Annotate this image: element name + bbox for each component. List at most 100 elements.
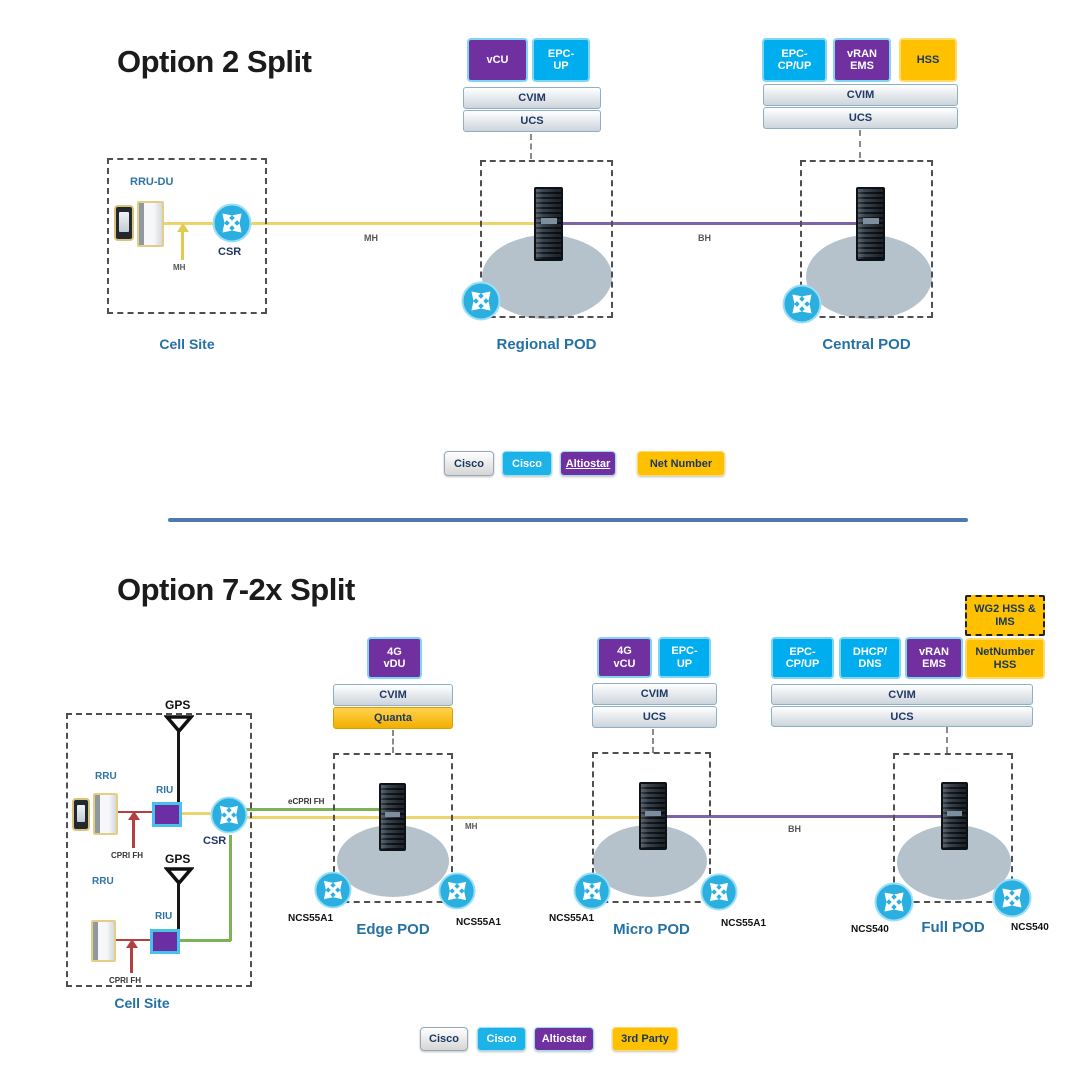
phone-icon: [72, 798, 90, 831]
stack-connector: [392, 730, 394, 753]
phone-icon: [114, 205, 134, 241]
backhaul-label: BH: [788, 824, 801, 834]
full-pod-label: Full POD: [921, 919, 985, 936]
rru-label: RRU: [95, 771, 117, 782]
midhaul-arrow-label: MH: [173, 263, 186, 272]
csr-label: CSR: [203, 835, 227, 847]
router-icon: [461, 281, 501, 321]
full-pod-box: [893, 753, 1013, 903]
router-model-label: NCS55A1: [549, 913, 595, 924]
backhaul-label: BH: [698, 233, 711, 243]
micro-pod-box: [592, 752, 711, 903]
router-icon: [573, 872, 611, 910]
cell-site-label: Cell Site: [114, 995, 170, 1011]
section2-title: Option 7-2x Split: [117, 572, 355, 607]
layer-ucs: UCS: [763, 107, 958, 129]
csr-label: CSR: [218, 246, 242, 258]
legend-altiostar: Altiostar: [560, 451, 616, 476]
legend-altiostar: Altiostar: [534, 1027, 594, 1051]
rru-unit-icon: [91, 920, 116, 962]
ecpri-link-line: [180, 939, 231, 942]
midhaul-arrow-icon: [176, 223, 189, 260]
regional-pod-label: Regional POD: [496, 336, 597, 353]
app-dhcp-dns: DHCP/ DNS: [839, 637, 901, 679]
app-epc-up: EPC- UP: [658, 637, 711, 678]
layer-cvim: CVIM: [763, 84, 958, 106]
riu-icon: [152, 802, 182, 827]
ecpri-line: [244, 808, 394, 811]
edge-pod-label: Edge POD: [356, 921, 430, 938]
midhaul-line: [244, 816, 654, 819]
server-icon: [639, 782, 667, 850]
legend-cisco-gray: Cisco: [444, 451, 494, 476]
stack-connector: [652, 729, 654, 753]
cpri-arrow-icon: [127, 811, 140, 848]
app-epc-up: EPC- UP: [532, 38, 590, 82]
rru-label: RRU: [92, 876, 114, 887]
gps-feed-line: [177, 883, 180, 930]
cpri-arrow-icon: [125, 939, 138, 973]
layer-ucs: UCS: [463, 110, 601, 132]
layer-ucs: UCS: [771, 706, 1033, 727]
riu-label: RIU: [156, 785, 174, 796]
router-model-label: NCS540: [851, 924, 889, 935]
rru-unit-icon: [93, 793, 118, 835]
ecpri-riser-line: [229, 835, 232, 941]
cpri-label: CPRI FH: [109, 976, 141, 985]
gps-feed-line: [177, 731, 180, 803]
midhaul-line: [163, 222, 549, 225]
central-pod-box: [800, 160, 933, 318]
midhaul-label: MH: [465, 822, 478, 831]
backhaul-line: [655, 815, 955, 818]
app-vran-ems: vRAN EMS: [833, 38, 891, 82]
stack-connector: [859, 130, 861, 158]
app-4g-vcu: 4G vCU: [597, 637, 652, 678]
app-epc-cpup: EPC- CP/UP: [762, 38, 827, 82]
riu-csr-line: [182, 812, 212, 815]
legend-net-number: Net Number: [637, 451, 725, 476]
app-epc-cpup: EPC- CP/UP: [771, 637, 834, 679]
legend-cisco-cyan: Cisco: [502, 451, 552, 476]
app-hss: HSS: [899, 38, 957, 82]
router-model-label: NCS55A1: [288, 913, 334, 924]
router-icon: [700, 873, 738, 911]
router-icon: [438, 872, 476, 910]
regional-pod-box: [480, 160, 613, 318]
layer-cvim: CVIM: [333, 684, 453, 706]
router-icon: [314, 871, 352, 909]
micro-pod-label: Micro POD: [613, 921, 690, 938]
router-model-label: NCS55A1: [456, 917, 502, 928]
ecpri-label: eCPRI FH: [288, 797, 325, 806]
gps-label: GPS: [165, 698, 191, 712]
app-vcu: vCU: [467, 38, 528, 82]
router-icon: [874, 882, 914, 922]
server-icon: [856, 187, 885, 261]
csr-router-icon: [210, 796, 248, 834]
gps-label: GPS: [165, 852, 191, 866]
layer-cvim: CVIM: [592, 683, 717, 705]
app-4g-vdu: 4G vDU: [367, 637, 422, 679]
cell-site-box: [107, 158, 267, 314]
app-netnumber-hss: NetNumber HSS: [965, 638, 1045, 679]
server-icon: [941, 782, 968, 850]
app-vran-ems: vRAN EMS: [905, 637, 963, 679]
stack-connector: [530, 134, 532, 159]
cell-site-box: [66, 713, 252, 987]
layer-cvim: CVIM: [463, 87, 601, 109]
section-divider: [168, 518, 968, 522]
csr-router-icon: [212, 203, 252, 243]
app-wg2-hss-ims: WG2 HSS & IMS: [965, 595, 1045, 636]
layer-quanta: Quanta: [333, 707, 453, 729]
rru-du-label: RRU-DU: [130, 176, 174, 188]
router-model-label: NCS540: [1011, 922, 1049, 933]
backhaul-line: [563, 222, 868, 225]
central-pod-label: Central POD: [822, 336, 911, 353]
riu-icon: [150, 929, 180, 954]
router-icon: [992, 878, 1032, 918]
cell-site-label: Cell Site: [159, 336, 215, 352]
router-model-label: NCS55A1: [721, 918, 767, 929]
router-icon: [782, 284, 822, 324]
legend-cisco-cyan: Cisco: [477, 1027, 526, 1051]
server-icon: [534, 187, 563, 261]
